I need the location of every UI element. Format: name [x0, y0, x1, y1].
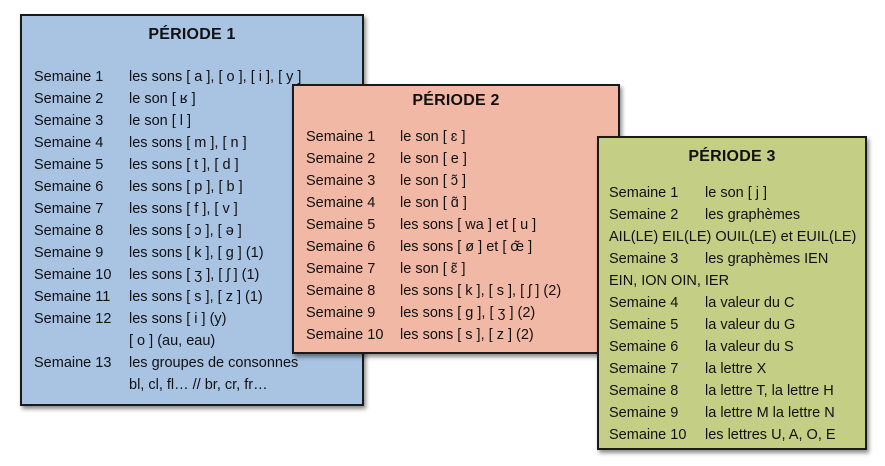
week-label: Semaine 4: [609, 295, 679, 311]
week-label: Semaine 7: [609, 361, 679, 377]
week-label: Semaine 13: [34, 355, 112, 371]
week-label: Semaine 5: [609, 317, 679, 333]
week-label: Semaine 2: [306, 151, 376, 167]
week-content: le son [ ɑ̃ ]: [400, 195, 467, 211]
week-content: les groupes de consonnes: [129, 355, 299, 371]
periode-1-title: PÉRIODE 1: [148, 26, 236, 43]
week-content: les sons [ i ] (y): [129, 311, 227, 327]
week-label: Semaine 4: [306, 195, 376, 211]
week-label: Semaine 2: [34, 91, 104, 107]
week-content: bl, cl, fl… // br, cr, fr…: [129, 377, 268, 393]
week-continuation-text: AIL(LE) EIL(LE) OUIL(LE) et EUIL(LE): [609, 229, 857, 245]
week-content: le son [ l ]: [129, 113, 192, 129]
week-label: Semaine 6: [34, 179, 104, 195]
week-content: les sons [ s ], [ z ] (1): [129, 289, 263, 305]
week-content: la lettre X: [705, 361, 767, 377]
week-content: le son [ ɛ ]: [400, 129, 466, 145]
week-label: Semaine 4: [34, 135, 104, 151]
week-content: la valeur du C: [705, 295, 795, 311]
week-label: Semaine 11: [34, 289, 111, 305]
week-content: les sons [ wa ] et [ u ]: [400, 217, 537, 233]
week-content: la valeur du S: [705, 339, 794, 355]
week-content: les graphèmes: [705, 207, 801, 223]
periode-2-card: PÉRIODE 2 Semaine 1 le son [ ɛ ] Semaine 2…: [292, 84, 620, 354]
week-content: les sons [ f ], [ v ]: [129, 201, 238, 217]
week-content: les sons [ s ], [ z ] (2): [400, 327, 534, 343]
week-label: Semaine 1: [306, 129, 376, 145]
periode-2-title: PÉRIODE 2: [412, 92, 500, 109]
week-content: le son [ j ]: [705, 185, 768, 201]
week-label: Semaine 7: [306, 261, 376, 277]
week-label: Semaine 5: [34, 157, 104, 173]
week-label: Semaine 3: [609, 251, 679, 267]
week-label: Semaine 8: [34, 223, 104, 239]
week-label: Semaine 1: [609, 185, 679, 201]
week-content: les sons [ k ], [ s ], [ ʃ ] (2): [400, 283, 562, 299]
week-label: Semaine 5: [306, 217, 376, 233]
week-content: la lettre T, la lettre H: [705, 383, 834, 399]
week-content: le son [ ɔ̃ ]: [400, 173, 467, 189]
week-label: Semaine 6: [609, 339, 679, 355]
week-continuation-text: EIN, ION OIN, IER: [609, 273, 730, 289]
week-content: les lettres U, A, O, E: [705, 427, 836, 443]
week-label: Semaine 9: [609, 405, 679, 421]
week-content: le son [ e ]: [400, 151, 467, 167]
week-label: Semaine 7: [34, 201, 104, 217]
week-content: les sons [ k ], [ g ] (1): [129, 245, 264, 261]
week-content: les sons [ m ], [ n ]: [129, 135, 247, 151]
week-label: Semaine 3: [34, 113, 104, 129]
week-content: les sons [ p ], [ b ]: [129, 179, 243, 195]
week-content: les sons [ ʒ ], [ ʃ ] (1): [129, 267, 260, 283]
week-content: le son [ ɛ̃ ]: [400, 261, 466, 277]
week-content: les sons [ ɔ ], [ ə ]: [129, 223, 242, 239]
week-label: Semaine 12: [34, 311, 112, 327]
week-label: Semaine 2: [609, 207, 679, 223]
week-label: Semaine 9: [34, 245, 104, 261]
periode-3-card: PÉRIODE 3 Semaine 1 le son [ j ] Semaine 2…: [597, 136, 867, 450]
week-content: les sons [ g ], [ ʒ ] (2): [400, 305, 536, 321]
periode-3-title: PÉRIODE 3: [688, 148, 776, 165]
week-label: Semaine 6: [306, 239, 376, 255]
week-content: les sons [ t ], [ d ]: [129, 157, 239, 173]
week-content: la valeur du G: [705, 317, 796, 333]
week-content: le son [ ʁ ]: [129, 91, 196, 107]
week-content: la lettre M la lettre N: [705, 405, 835, 421]
week-content: les sons [ a ], [ o ], [ i ], [ y ]: [129, 69, 302, 85]
week-label: Semaine 10: [609, 427, 687, 443]
week-content: les sons [ ø ] et [ œ̃ ]: [400, 239, 533, 255]
week-label: Semaine 10: [306, 327, 384, 343]
week-label: Semaine 10: [34, 267, 112, 283]
week-label: Semaine 9: [306, 305, 376, 321]
week-label: Semaine 8: [609, 383, 679, 399]
week-content: [ o ] (au, eau): [129, 333, 216, 349]
week-content: les graphèmes IEN: [705, 251, 829, 267]
week-label: Semaine 1: [34, 69, 104, 85]
week-label: Semaine 3: [306, 173, 376, 189]
week-label: Semaine 8: [306, 283, 376, 299]
